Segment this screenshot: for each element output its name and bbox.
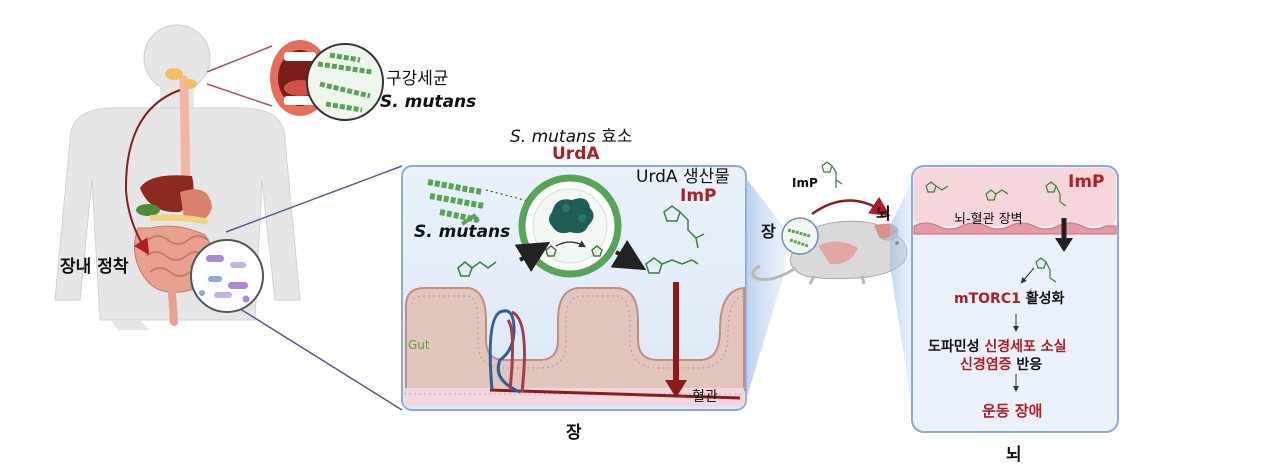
brain-panel-illustration [911,165,1119,433]
mouse-imp-label: ImP [792,176,818,190]
enzyme-species: S. mutans [510,127,596,147]
motor-impairment: 운동 장애 [982,402,1043,420]
inflammation: 신경염증 [960,357,1012,373]
colonization-label: 장내 정착 [60,257,129,277]
product-title: UrdA 생산물 [636,167,730,187]
gut-caption: 장 [566,423,582,443]
human-body-illustration [54,24,301,330]
brain-caption: 뇌 [1006,445,1022,465]
mouse-gut-label: 장 [761,222,776,241]
bbb-label: 뇌-혈관 장벽 [954,212,1023,227]
product-name: ImP [680,186,717,206]
gut-bacteria-label: S. mutans [414,222,511,242]
oral-bacteria-label: 구강세균 [386,69,449,89]
mtorc1-suffix: 활성화 [1025,291,1065,307]
gut-panel-illustration [401,165,747,411]
mtorc1-activation: mTORC1 활성화 [954,288,1064,308]
enzyme-suffix: 효소 [601,127,633,147]
neuron-loss-line: 도파민성 신경세포 소실 [928,336,1067,356]
mouse-brain-label: 뇌 [876,204,891,223]
neuron-prefix: 도파민성 [928,339,980,355]
gut-microbiome-magnified [190,239,264,313]
mtorc1-name: mTORC1 [954,291,1021,307]
gut-tag: Gut [408,338,430,352]
enzyme-name: UrdA [552,144,600,164]
oral-bacteria-magnified [306,43,384,121]
vessel-label: 혈관 [692,389,718,405]
inflammation-suffix: 반응 [1016,357,1043,373]
inflammation-line: 신경염증 반응 [960,354,1042,374]
enzyme-title: S. mutans 효소 [510,122,632,147]
brain-imp-label: ImP [1068,172,1105,192]
neuron-loss: 신경세포 소실 [984,339,1067,355]
oral-species-label: S. mutans [380,92,477,112]
